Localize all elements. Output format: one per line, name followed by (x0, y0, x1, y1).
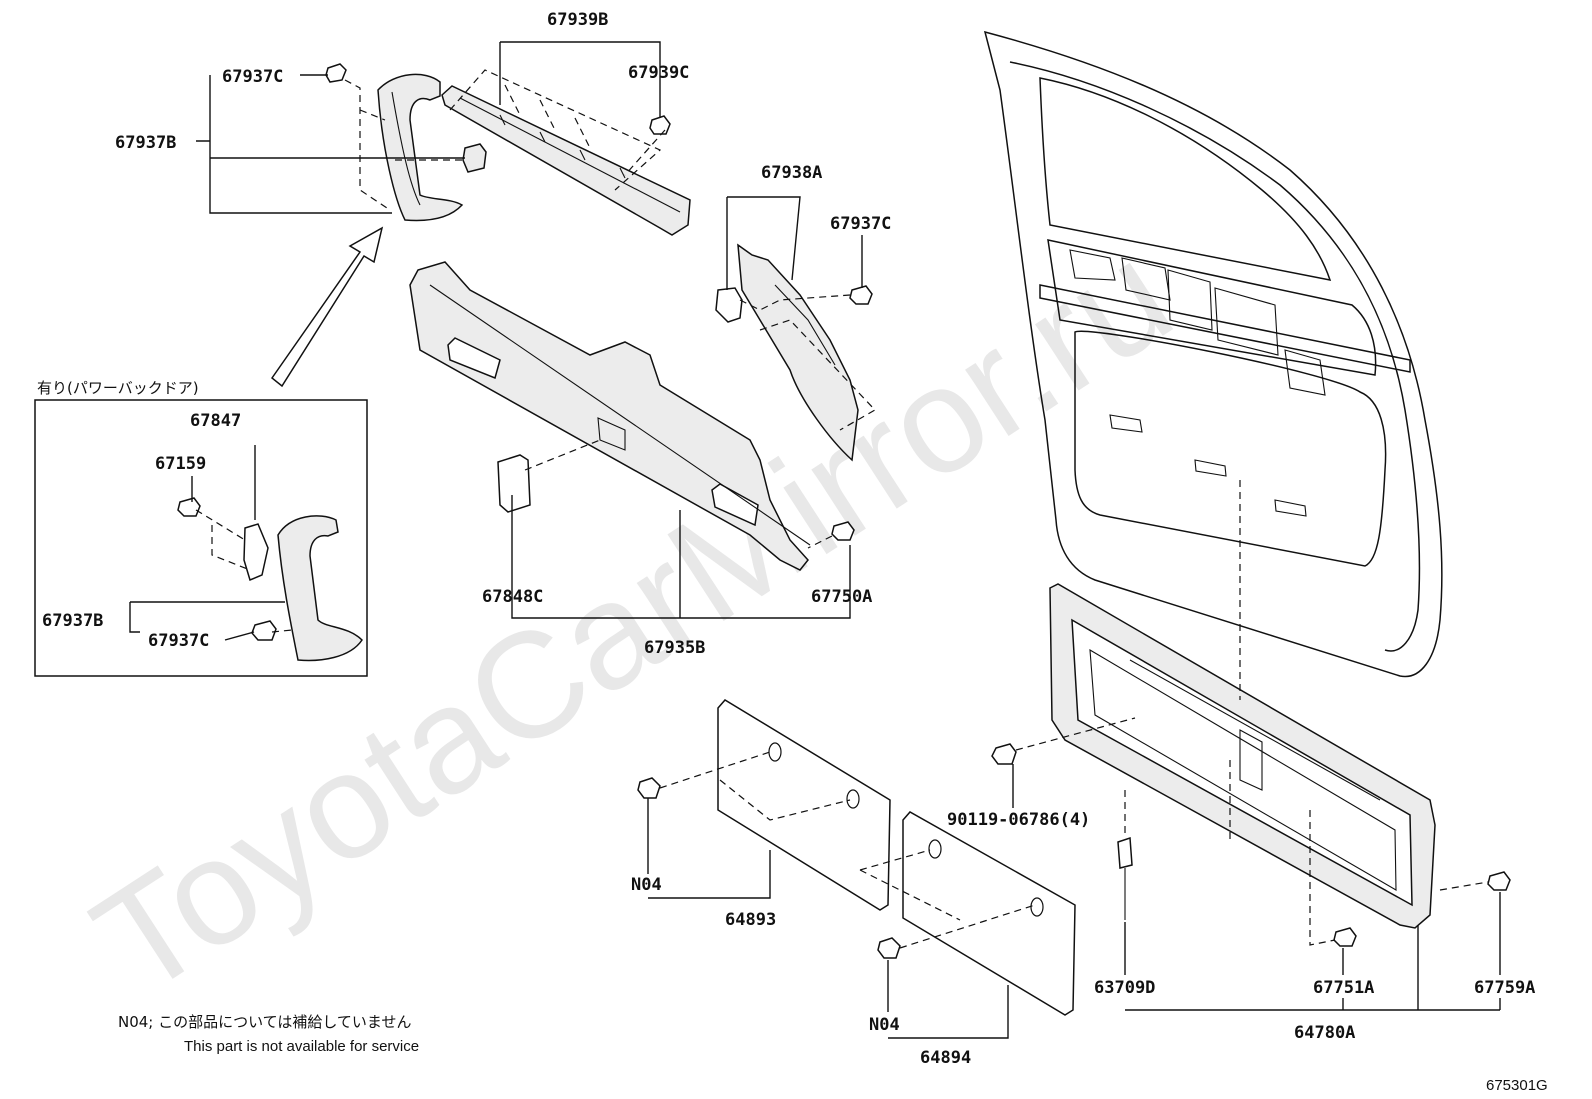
part-small-clip-pillar (462, 143, 487, 173)
label-64780A: 64780A (1294, 1023, 1355, 1043)
label-63709D: 63709D (1094, 978, 1155, 998)
label-67159: 67159 (155, 454, 206, 474)
label-N04-b: N04 (869, 1015, 900, 1035)
assembly-dashed-lines (195, 69, 1489, 949)
part-67751A-clip (1333, 927, 1357, 947)
label-64894: 64894 (920, 1048, 971, 1068)
label-67937B-top: 67937B (115, 133, 176, 153)
label-67937C-mid: 67937C (830, 214, 891, 234)
label-67750A: 67750A (811, 587, 872, 607)
back-door-outline (983, 30, 1443, 678)
inset-power-back-door (34, 399, 368, 677)
label-67935B: 67935B (644, 638, 705, 658)
label-67937B-inset: 67937B (42, 611, 103, 631)
part-67759A-clip (1487, 871, 1511, 891)
label-67939C: 67939C (628, 63, 689, 83)
part-67935B-back-door-trim (409, 261, 811, 571)
part-67937B-pillar (377, 73, 464, 222)
part-67848C-cap (497, 454, 531, 513)
part-63709D-harness (1117, 836, 1133, 920)
part-64893-panel (717, 699, 891, 911)
part-67937C-clip-mid (849, 285, 873, 305)
part-67938A-side-pillar (737, 243, 859, 462)
label-67937C-top: 67937C (222, 67, 283, 87)
label-67751A: 67751A (1313, 978, 1374, 998)
part-67939B-upper-garnish (441, 85, 691, 236)
label-64893: 64893 (725, 910, 776, 930)
label-N04-a: N04 (631, 875, 662, 895)
part-labels: 67939B 67939C 67937C 67937B 67938A 67937… (42, 10, 1535, 1068)
part-67937C-clip-top (325, 63, 347, 83)
part-90119-bolt (991, 743, 1017, 765)
label-67848C: 67848C (482, 587, 543, 607)
label-67847: 67847 (190, 411, 241, 431)
part-67938A-clip (715, 287, 743, 323)
label-90119-06786: 90119-06786(4) (947, 810, 1090, 830)
label-67937C-inset: 67937C (148, 631, 209, 651)
label-67938A: 67938A (761, 163, 822, 183)
part-67750A-clip (831, 521, 855, 541)
note-line-1: N04; この部品については補給していません (118, 1013, 411, 1031)
part-67939C-clip (649, 115, 671, 135)
label-67759A: 67759A (1474, 978, 1535, 998)
part-64780A-lower-garnish (1049, 583, 1436, 929)
part-N04-clip-b (877, 937, 901, 959)
note-line-2: This part is not available for service (184, 1038, 419, 1055)
inset-title: 有り(パワーバックドア) (37, 379, 199, 397)
part-N04-clip-a (637, 777, 661, 799)
leader-lines (129, 41, 1501, 1039)
indicator-arrow (270, 226, 384, 388)
figure-code: 675301G (1486, 1077, 1548, 1094)
part-64894-panel (902, 811, 1076, 1016)
label-67939B: 67939B (547, 10, 608, 30)
